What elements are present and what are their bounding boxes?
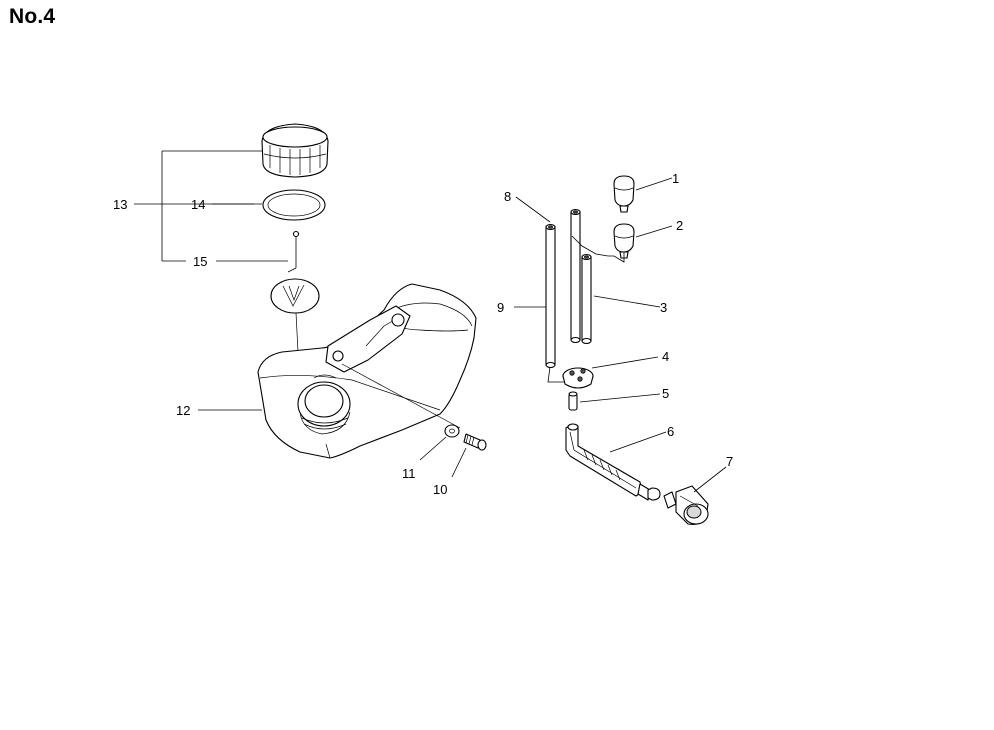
leader-1 <box>635 177 673 191</box>
callout-11: 11 <box>402 466 416 481</box>
leader-8 <box>515 196 551 223</box>
breather-tube-part <box>570 208 581 344</box>
fuel-hose-part <box>565 423 661 501</box>
callout-4: 4 <box>662 349 669 364</box>
leader-5 <box>579 393 661 403</box>
callout-13: 13 <box>113 197 127 212</box>
fuel-tube-long-part <box>545 223 556 369</box>
washer-part <box>444 424 460 438</box>
page-title: No.4 <box>9 5 56 28</box>
air-filter-part <box>613 223 635 259</box>
tube-to-grommet-line <box>547 366 564 383</box>
callout-5: 5 <box>662 386 669 401</box>
leader-2 <box>635 225 673 238</box>
callout-labels: 1 2 3 4 5 6 7 8 9 10 11 12 13 14 15 <box>113 171 733 497</box>
tube-grommet-part <box>562 367 594 389</box>
leader-lines-left <box>134 150 467 478</box>
callout-9: 9 <box>497 300 504 315</box>
tank-cap-part <box>261 123 329 178</box>
tube-connector-part <box>568 391 578 411</box>
leader-lines-right <box>514 177 727 493</box>
fuel-tube-short-part <box>581 253 592 345</box>
callout-6: 6 <box>667 424 674 439</box>
primer-fitting-part <box>663 485 709 525</box>
callout-3: 3 <box>660 300 667 315</box>
leader-6 <box>609 431 667 453</box>
fuel-tank-part <box>257 283 477 459</box>
callout-8: 8 <box>504 189 511 204</box>
callout-1: 1 <box>672 171 679 186</box>
fuel-filter-part <box>613 175 635 213</box>
callout-2: 2 <box>676 218 683 233</box>
bolt-part <box>463 433 487 451</box>
callout-14: 14 <box>191 197 205 212</box>
callout-12: 12 <box>176 403 190 418</box>
callout-10: 10 <box>433 482 447 497</box>
leader-10 <box>451 447 467 478</box>
leader-3 <box>593 295 661 308</box>
leader-11 <box>419 436 447 461</box>
tube-routing-line <box>571 235 625 263</box>
leader-7 <box>693 466 727 493</box>
cap-gasket-part <box>262 189 326 221</box>
leader-4 <box>591 356 659 369</box>
callout-7: 7 <box>726 454 733 469</box>
callout-15: 15 <box>193 254 207 269</box>
